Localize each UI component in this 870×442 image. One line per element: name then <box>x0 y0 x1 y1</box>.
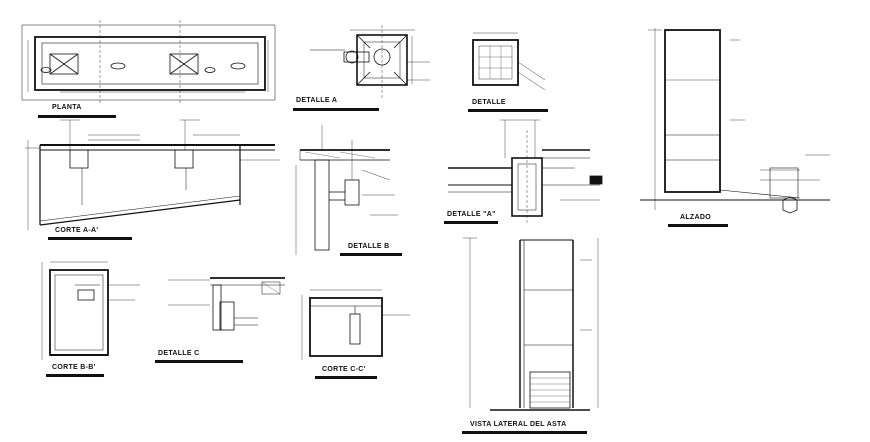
corte-a-drawing <box>25 119 280 230</box>
detalle-a-quote-drawing <box>448 119 603 225</box>
title-underline <box>46 374 104 377</box>
label-planta: PLANTA <box>52 104 82 111</box>
detalle-top-drawing <box>472 32 546 91</box>
title-underline <box>468 109 548 112</box>
label-detalle-b: DETALLE B <box>348 243 390 250</box>
vista-lateral-drawing <box>463 237 599 411</box>
planta-drawing <box>21 20 276 104</box>
label-corte-c: CORTE C-C' <box>322 366 366 373</box>
corte-c-drawing <box>301 289 410 360</box>
label-detalle-top: DETALLE <box>472 99 506 106</box>
label-alzado: ALZADO <box>680 214 711 221</box>
detalle-a-drawing <box>310 25 430 98</box>
label-corte-b: CORTE B-B' <box>52 364 96 371</box>
title-underline <box>155 360 243 363</box>
label-detalle-a: DETALLE A <box>296 97 338 104</box>
label-vista-lateral: VISTA LATERAL DEL ASTA <box>470 421 567 428</box>
label-detalle-c: DETALLE C <box>158 350 200 357</box>
title-underline <box>48 237 132 240</box>
title-underline <box>340 253 402 256</box>
label-detalle-a-quote: DETALLE "A" <box>447 211 496 218</box>
detalle-b-drawing <box>295 125 398 255</box>
alzado-drawing <box>640 28 830 214</box>
corte-b-drawing <box>41 261 140 360</box>
detalle-c-drawing <box>168 277 285 331</box>
title-underline <box>315 376 377 379</box>
title-underline <box>38 115 116 118</box>
title-underline <box>293 108 379 111</box>
title-underline <box>462 431 587 434</box>
label-corte-a: CORTE A-A' <box>55 227 99 234</box>
title-underline <box>668 224 728 227</box>
title-underline <box>444 221 498 224</box>
